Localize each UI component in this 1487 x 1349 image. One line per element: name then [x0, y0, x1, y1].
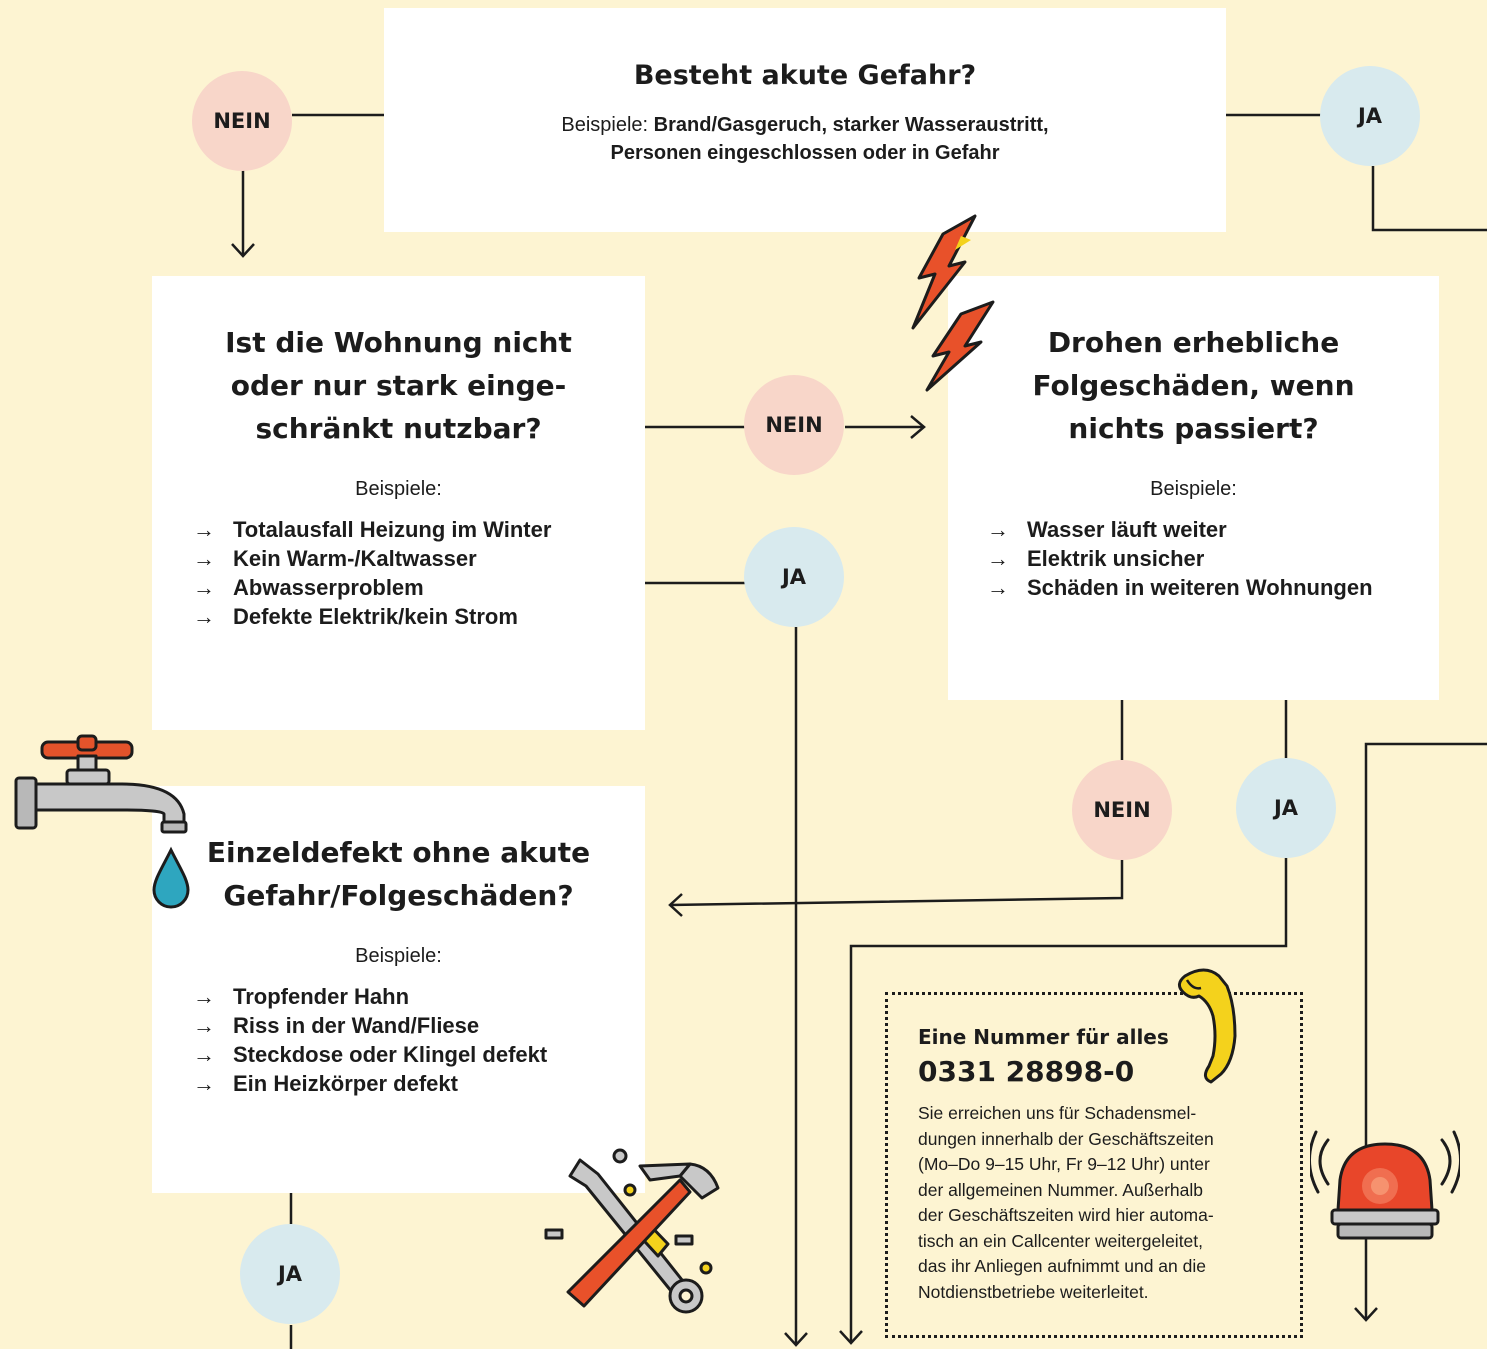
examples-prefix: Beispiele: [561, 114, 654, 136]
lightning-icon [911, 214, 995, 392]
examples-list: →Wasser läuft weiter →Elektrik unsicher … [987, 515, 1439, 602]
text-line: dungen innerhalb der Geschäftszeiten [918, 1128, 1214, 1149]
arrow-icon: → [987, 546, 1009, 571]
list-item: →Totalausfall Heizung im Winter [193, 517, 552, 542]
question-title: Ist die Wohnung nicht oder nur stark ein… [152, 321, 645, 450]
list-item: →Kein Warm-/Kaltwasser [193, 546, 477, 571]
ja-circle-middle: JA [744, 527, 844, 627]
list-item: →Abwasserproblem [193, 575, 424, 600]
examples-list: →Totalausfall Heizung im Winter →Kein Wa… [193, 515, 645, 631]
list-item: →Steckdose oder Klingel defekt [193, 1042, 548, 1067]
water-drop-icon [152, 846, 190, 909]
nein-circle-middle: NEIN [744, 375, 844, 475]
question-box-single-defect: Einzeldefekt ohne akute Gefahr/Folgeschä… [152, 786, 645, 1193]
title-line: nichts passiert? [1068, 412, 1319, 445]
text-line: Notdienstbetriebe weiterleitet. [918, 1281, 1149, 1302]
text-line: (Mo–Do 9–15 Uhr, Fr 9–12 Uhr) unter [918, 1154, 1210, 1174]
examples-label: Beispiele: [355, 945, 442, 967]
text-line: tisch an ein Callcenter weitergeleitet, [918, 1230, 1204, 1251]
title-line: Gefahr/Folgeschäden? [223, 879, 574, 912]
ja-circle-bottom: JA [240, 1224, 340, 1324]
question-title: Einzeldefekt ohne akute Gefahr/Folgeschä… [152, 831, 645, 917]
examples-list: →Tropfender Hahn →Riss in der Wand/Flies… [193, 982, 645, 1098]
text-line: das ihr Anliegen aufnimmt und an die [918, 1256, 1206, 1276]
text-line: der Geschäftszeiten wird hier automa- [918, 1205, 1214, 1225]
arrow-icon: → [193, 575, 215, 600]
list-item: →Riss in der Wand/Fliese [193, 1013, 480, 1038]
examples-text: Beispiele: Brand/Gasgeruch, starker Wass… [384, 111, 1226, 167]
arrow-icon: → [987, 575, 1009, 600]
title-line: Drohen erhebliche [1047, 326, 1340, 359]
arrow-icon: → [193, 1013, 215, 1038]
list-item: →Tropfender Hahn [193, 984, 410, 1009]
title-line: Folgeschäden, wenn [1032, 369, 1355, 402]
contact-phone[interactable]: 0331 28898-0 [918, 1055, 1135, 1088]
nein-circle-top: NEIN [192, 71, 292, 171]
list-item: →Elektrik unsicher [987, 546, 1205, 571]
examples-label: Beispiele: [355, 478, 442, 500]
examples-line-2: Personen eingeschlossen oder in Gefahr [610, 142, 1000, 164]
arrow-icon: → [193, 604, 215, 629]
examples-line-1: Brand/Gasgeruch, starker Wasseraustritt, [653, 114, 1049, 136]
faucet-icon [14, 734, 188, 834]
arrow-icon: → [193, 1042, 215, 1067]
question-title: Besteht akute Gefahr? [633, 60, 977, 91]
question-box-unusable: Ist die Wohnung nicht oder nur stark ein… [152, 276, 645, 730]
title-line: schränkt nutzbar? [255, 412, 542, 445]
text-line: der allgemeinen Nummer. Außerhalb [918, 1179, 1204, 1200]
tools-icon [544, 1148, 720, 1314]
question-box-acute-danger: Besteht akute Gefahr? Beispiele: Brand/G… [384, 8, 1226, 232]
ja-circle-right: JA [1236, 758, 1336, 858]
title-line: Einzeldefekt ohne akute [206, 836, 591, 869]
arrow-icon: → [193, 984, 215, 1009]
arrow-icon: → [193, 517, 215, 542]
nein-circle-right: NEIN [1072, 760, 1172, 860]
ja-circle-top: JA [1320, 66, 1420, 166]
list-item: →Defekte Elektrik/kein Strom [193, 604, 518, 629]
list-item: →Schäden in weiteren Wohnungen [987, 575, 1373, 600]
phone-icon [1178, 968, 1237, 1084]
question-box-consequential-damage: Drohen erhebliche Folgeschäden, wenn nic… [948, 276, 1439, 700]
list-item: →Ein Heizkörper defekt [193, 1071, 458, 1096]
contact-text: Sie erreichen uns für Schadensmel- dunge… [918, 1101, 1214, 1305]
title-line: Ist die Wohnung nicht [225, 326, 572, 359]
title-line: oder nur stark einge- [230, 369, 567, 402]
arrow-icon: → [193, 1071, 215, 1096]
siren-icon [1310, 1130, 1460, 1240]
arrow-icon: → [987, 517, 1009, 542]
contact-heading: Eine Nummer für alles [918, 1025, 1169, 1049]
arrow-icon: → [193, 546, 215, 571]
question-title: Drohen erhebliche Folgeschäden, wenn nic… [948, 321, 1439, 450]
examples-label: Beispiele: [1150, 478, 1237, 500]
list-item: →Wasser läuft weiter [987, 517, 1227, 542]
text-line: Sie erreichen uns für Schadensmel- [918, 1103, 1197, 1123]
